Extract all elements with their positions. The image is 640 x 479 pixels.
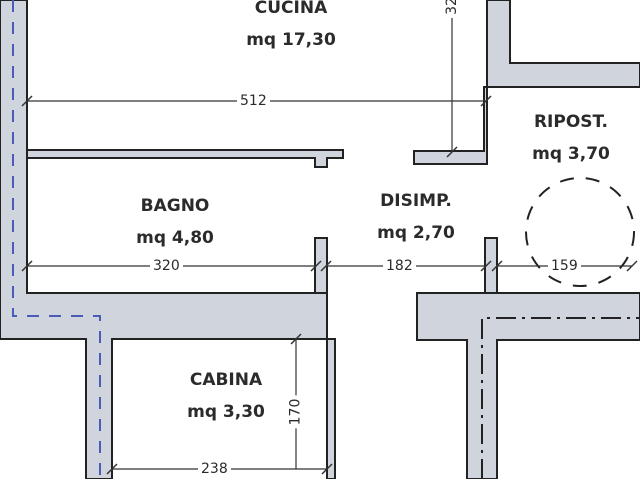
room-name: BAGNO (140, 196, 210, 216)
room-area: mq 2,70 (377, 223, 455, 243)
wall-hall-storage (413, 0, 640, 165)
dim-cabin-width: 238 (198, 461, 231, 477)
tick (106, 463, 118, 475)
wall-lower-right (416, 292, 640, 479)
wall-jamb-bath (314, 237, 328, 294)
room-cucina: CUCINA mq 17,30 (236, 0, 346, 56)
room-area: mq 3,30 (187, 402, 265, 422)
room-area: mq 4,80 (136, 228, 214, 248)
tick (480, 95, 492, 107)
room-ripost: RIPOST. mq 3,70 (516, 106, 626, 170)
tick (290, 333, 302, 345)
room-area: mq 17,30 (246, 30, 336, 50)
tick (626, 260, 638, 272)
room-name: CABINA (189, 370, 263, 390)
dashed-left (12, 0, 101, 479)
room-disimp: DISIMP. mq 2,70 (356, 185, 476, 249)
tick (480, 260, 492, 272)
room-area: mq 3,70 (532, 144, 610, 164)
tick (21, 260, 33, 272)
dimension-ticks (21, 95, 638, 475)
turning-circle (525, 177, 635, 287)
dashed-lines (12, 0, 101, 479)
dim-kitchen-height: 32 (443, 0, 460, 18)
room-cabina: CABINA mq 3,30 (166, 364, 286, 428)
room-name: DISIMP. (380, 191, 452, 211)
outer-wall-left (0, 0, 328, 479)
room-bagno: BAGNO mq 4,80 (115, 190, 235, 254)
wall-kitchen-bath (26, 149, 344, 168)
dashdot-lines (481, 317, 640, 479)
tick (21, 95, 33, 107)
tick (446, 146, 458, 158)
room-name: CUCINA (254, 0, 328, 18)
dashdot-right (481, 317, 640, 479)
dim-hall-width: 182 (383, 258, 416, 274)
tick (320, 260, 332, 272)
tick (321, 463, 333, 475)
tick (310, 260, 322, 272)
dim-storage-width: 159 (548, 258, 581, 274)
wall-cabin-right (326, 338, 336, 479)
room-name: RIPOST. (533, 112, 609, 132)
dim-cabin-height: 170 (287, 395, 304, 429)
dim-bath-width: 320 (150, 258, 183, 274)
tick (491, 260, 503, 272)
dim-kitchen-width: 512 (237, 93, 270, 109)
